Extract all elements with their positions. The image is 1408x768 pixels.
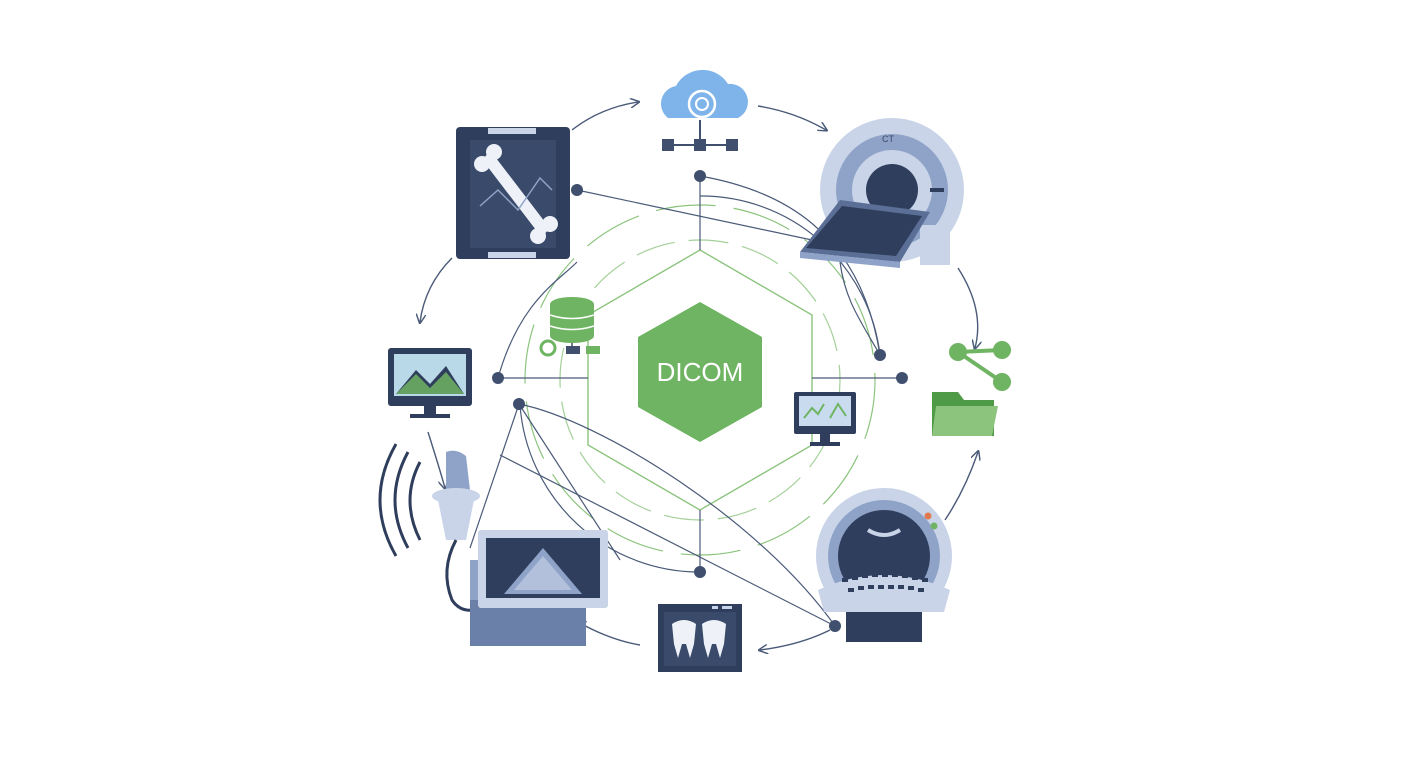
ct-scanner-icon: CT: [800, 118, 964, 268]
flow-arrows: [420, 102, 978, 650]
chart-monitor-icon: [794, 392, 856, 446]
image-monitor-icon: [388, 348, 472, 418]
database-server-icon: [539, 297, 600, 357]
connection-dots: [492, 170, 908, 632]
hub-label: DICOM: [657, 357, 744, 387]
mri-scanner-icon: [816, 488, 952, 642]
ct-label: CT: [882, 134, 894, 144]
cloud-network-icon: [660, 69, 748, 151]
dicom-hub: DICOM: [638, 302, 762, 442]
dental-xray-icon: [658, 604, 742, 672]
bone-xray-icon: [456, 127, 570, 259]
ultrasound-machine-icon: [378, 443, 608, 646]
share-folder-icon: [932, 341, 1011, 436]
